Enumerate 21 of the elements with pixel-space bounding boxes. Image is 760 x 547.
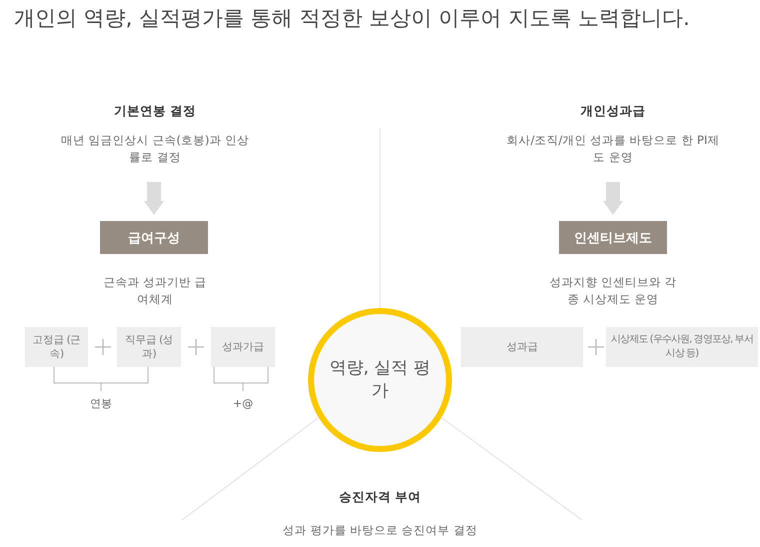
description-text: 성과지향 인센티브와 각종 시상제도 운영 bbox=[548, 274, 678, 308]
bracket-label: +@ bbox=[232, 396, 254, 412]
section-heading: 기본연봉 결정 bbox=[112, 102, 198, 119]
description-text: 근속과 성과기반 급여체계 bbox=[102, 274, 208, 308]
section-heading: 승진자격 부여 bbox=[338, 488, 422, 505]
category-box: 인센티브제도 bbox=[559, 221, 667, 254]
category-box: 급여구성 bbox=[100, 221, 208, 254]
page-title: 개인의 역량, 실적평가를 통해 적정한 보상이 이루어 지도록 노력합니다. bbox=[14, 5, 690, 32]
description-text: 매년 임금인상시 근속(호봉)과 인상률로 결정 bbox=[60, 132, 250, 168]
section-heading: 개인성과급 bbox=[580, 102, 646, 119]
pay-item-box: 고정급 (근속) bbox=[25, 327, 88, 367]
pay-item-box: 성과급 bbox=[461, 327, 583, 367]
description-text: 회사/조직/개인 성과를 바탕으로 한 PI제도 운영 bbox=[503, 132, 723, 168]
bracket-label: 연봉 bbox=[89, 396, 113, 412]
down-arrow bbox=[144, 182, 164, 215]
description-text: 성과 평가를 바탕으로 승진여부 결정 bbox=[282, 522, 478, 539]
pay-item-box: 직무급 (성과) bbox=[117, 327, 181, 367]
pay-item-box: 성과가급 bbox=[211, 327, 275, 367]
down-arrow bbox=[603, 182, 623, 215]
evaluation-circle: 역량, 실적 평가 bbox=[308, 308, 452, 452]
pay-item-box: 시상제도 (우수사원, 경영포상, 부서시상 등) bbox=[606, 327, 758, 367]
